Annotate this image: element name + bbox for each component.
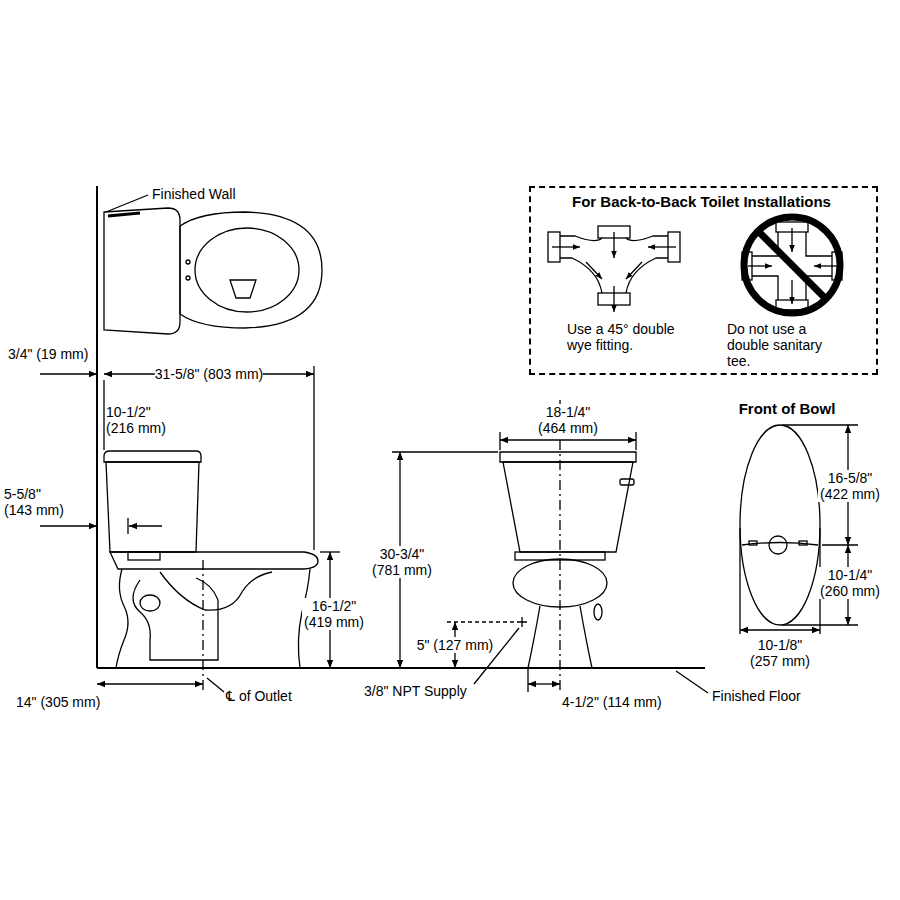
supply-point [517,617,527,627]
dimension-line [500,439,636,440]
dimension-label: 10-1/4" (260 mm) [818,567,882,599]
bolt-cap [594,604,602,620]
bolt-hole [186,260,190,264]
floor-label: Finished Floor [712,688,801,704]
seat-bumper [799,541,807,545]
dimension-label: 5" (127 mm) [417,637,494,653]
bowl-side [116,569,128,668]
flow-arrow [648,246,676,247]
bowl-front-outline [740,425,820,625]
dimension-label: 3/4" (19 mm) [8,346,88,362]
dimension-line [97,683,203,684]
pedestal-front [528,606,540,668]
flow-arrow [613,232,614,258]
extension-line [782,424,858,425]
dimension-label: 16-1/2" (419 mm) [302,598,366,630]
bowl-interior [160,572,272,610]
supply-fitting [128,552,160,560]
leader-line [207,678,224,692]
extension-line [127,518,128,534]
seat-hinge-hole [769,536,787,554]
tank-lid-side [104,451,201,462]
extension-line [313,366,314,550]
fitting-caption: Do not use a double sanitary tee. [727,321,848,369]
dimension-label: 18-1/4" (464 mm) [536,404,600,436]
bowl-plan [180,212,322,328]
dimension-line [40,373,97,374]
tank-lid-front [500,452,636,462]
wall-label: Finished Wall [152,186,236,202]
extension-line [822,544,858,545]
flow-arrow [586,262,602,279]
dimension-label: 31-5/8" (803 mm) [155,366,263,382]
dimension-line [528,683,560,684]
flush-handle [620,479,634,485]
tank-plan [104,208,180,334]
toilet-centerline [559,400,560,692]
dimension-line [740,629,820,630]
extension-line [499,432,500,450]
extension-line [739,528,740,634]
prohibition-circle [744,217,840,313]
tank-side [106,462,199,552]
outlet-plan [230,280,256,298]
bowl-opening [195,228,299,312]
flow-arrow [626,262,642,279]
flow-arrow [613,286,614,312]
flow-arrow [748,265,772,266]
flow-arrow [791,280,792,304]
dimension-label: 14" (305 mm) [16,694,100,710]
tank-front [503,462,633,552]
fitting-caption: Use a 45° double wye fitting. [567,321,687,353]
leader-line [676,671,708,693]
centerline-label: ℄ of Outlet [226,688,292,704]
extension-line [103,380,104,450]
finished-wall-line [96,186,98,668]
flow-arrow [552,246,580,247]
supply-label: 3/8" NPT Supply [364,683,467,699]
extension-line [392,451,498,452]
outlet-centerline [202,560,203,692]
drawing-lines [40,186,858,693]
prohibition-slash [758,231,826,299]
seat-side [110,552,318,569]
note-box: For Back-to-Back Toilet InstallationsUse… [529,186,878,375]
pedestal-front [580,606,592,668]
dimension-label: 10-1/8" (257 mm) [748,637,812,669]
extension-line [527,668,528,692]
extension-line [447,621,517,622]
view-title: Front of Bowl [739,400,836,418]
dimension-label: 4-1/2" (114 mm) [562,694,662,710]
dimension-label: 16-5/8" (422 mm) [818,470,882,502]
dimension-label: 10-1/2" (216 mm) [106,404,170,436]
finished-floor-line [97,667,705,669]
dimension-line [40,525,97,526]
dimension-label: 5-5/8" (143 mm) [4,486,68,518]
dimension-line [129,525,162,526]
box-heading: For Back-to-Back Toilet Installations [531,193,872,211]
flow-arrow [791,228,792,252]
dimension-label: 30-3/4" (781 mm) [370,546,434,578]
flow-arrow [814,265,838,266]
bolt-hole [186,276,190,280]
tank-lid-edge [108,213,140,216]
extension-line [635,432,636,450]
trap-opening [140,595,160,611]
seat-bumper [749,541,757,545]
